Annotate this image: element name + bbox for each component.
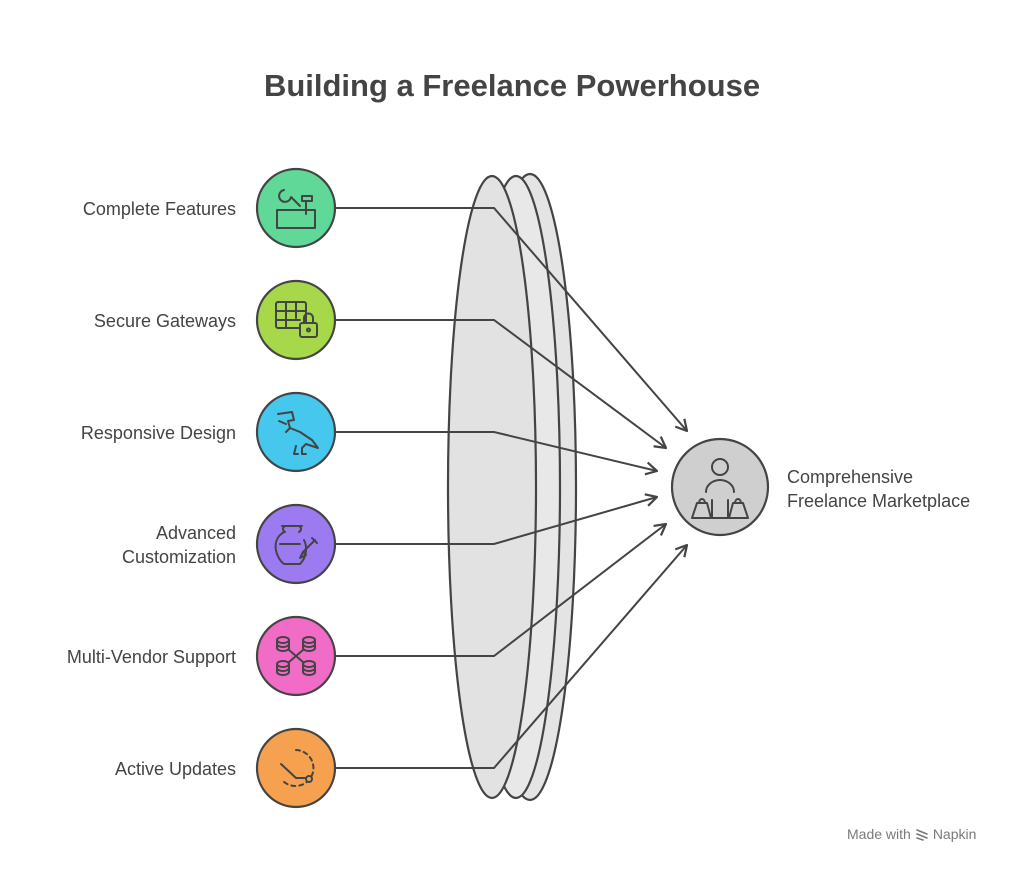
input-node-6 <box>255 727 337 809</box>
footer-brand: Napkin <box>932 826 977 842</box>
dinosaur-icon <box>277 411 319 455</box>
user-shopping-icon <box>691 458 749 519</box>
connector-line <box>336 207 689 433</box>
input-node-1 <box>255 167 337 249</box>
connector-line <box>336 522 668 657</box>
label-multi-vendor-support: Multi-Vendor Support <box>66 647 236 667</box>
timer-icon <box>280 749 315 787</box>
footer-credit: Made with Napkin <box>847 826 976 842</box>
table-lock-icon <box>275 301 318 338</box>
label-line: Advanced <box>155 523 236 543</box>
input-node-5 <box>255 615 337 697</box>
label-line: Customization <box>121 547 236 567</box>
target-node <box>670 437 770 537</box>
footer-made-with: Made with <box>847 826 911 842</box>
connector-line <box>336 319 668 450</box>
label-complete-features: Complete Features <box>82 199 236 219</box>
vase-brush-icon <box>274 525 318 565</box>
label-line: Freelance Marketplace <box>787 491 971 511</box>
label-secure-gateways: Secure Gateways <box>93 311 236 331</box>
connector-line <box>336 543 689 769</box>
database-network-icon <box>276 636 316 676</box>
label-line: Comprehensive <box>787 467 914 487</box>
label-active-updates: Active Updates <box>114 759 236 779</box>
label-target: Comprehensive Freelance Marketplace <box>787 465 970 513</box>
napkin-logo-icon <box>916 829 928 841</box>
diagram-title: Building a Freelance Powerhouse <box>263 68 761 103</box>
lens-shape <box>446 172 578 802</box>
input-node-3 <box>255 391 337 473</box>
tools-icon <box>276 189 316 229</box>
label-responsive-design: Responsive Design <box>80 423 236 443</box>
label-advanced-customization: Advanced Customization <box>122 521 236 569</box>
connector-line <box>336 431 659 476</box>
connectors <box>336 207 689 769</box>
connector-line <box>336 493 659 545</box>
input-node-4 <box>255 503 337 585</box>
input-node-2 <box>255 279 337 361</box>
